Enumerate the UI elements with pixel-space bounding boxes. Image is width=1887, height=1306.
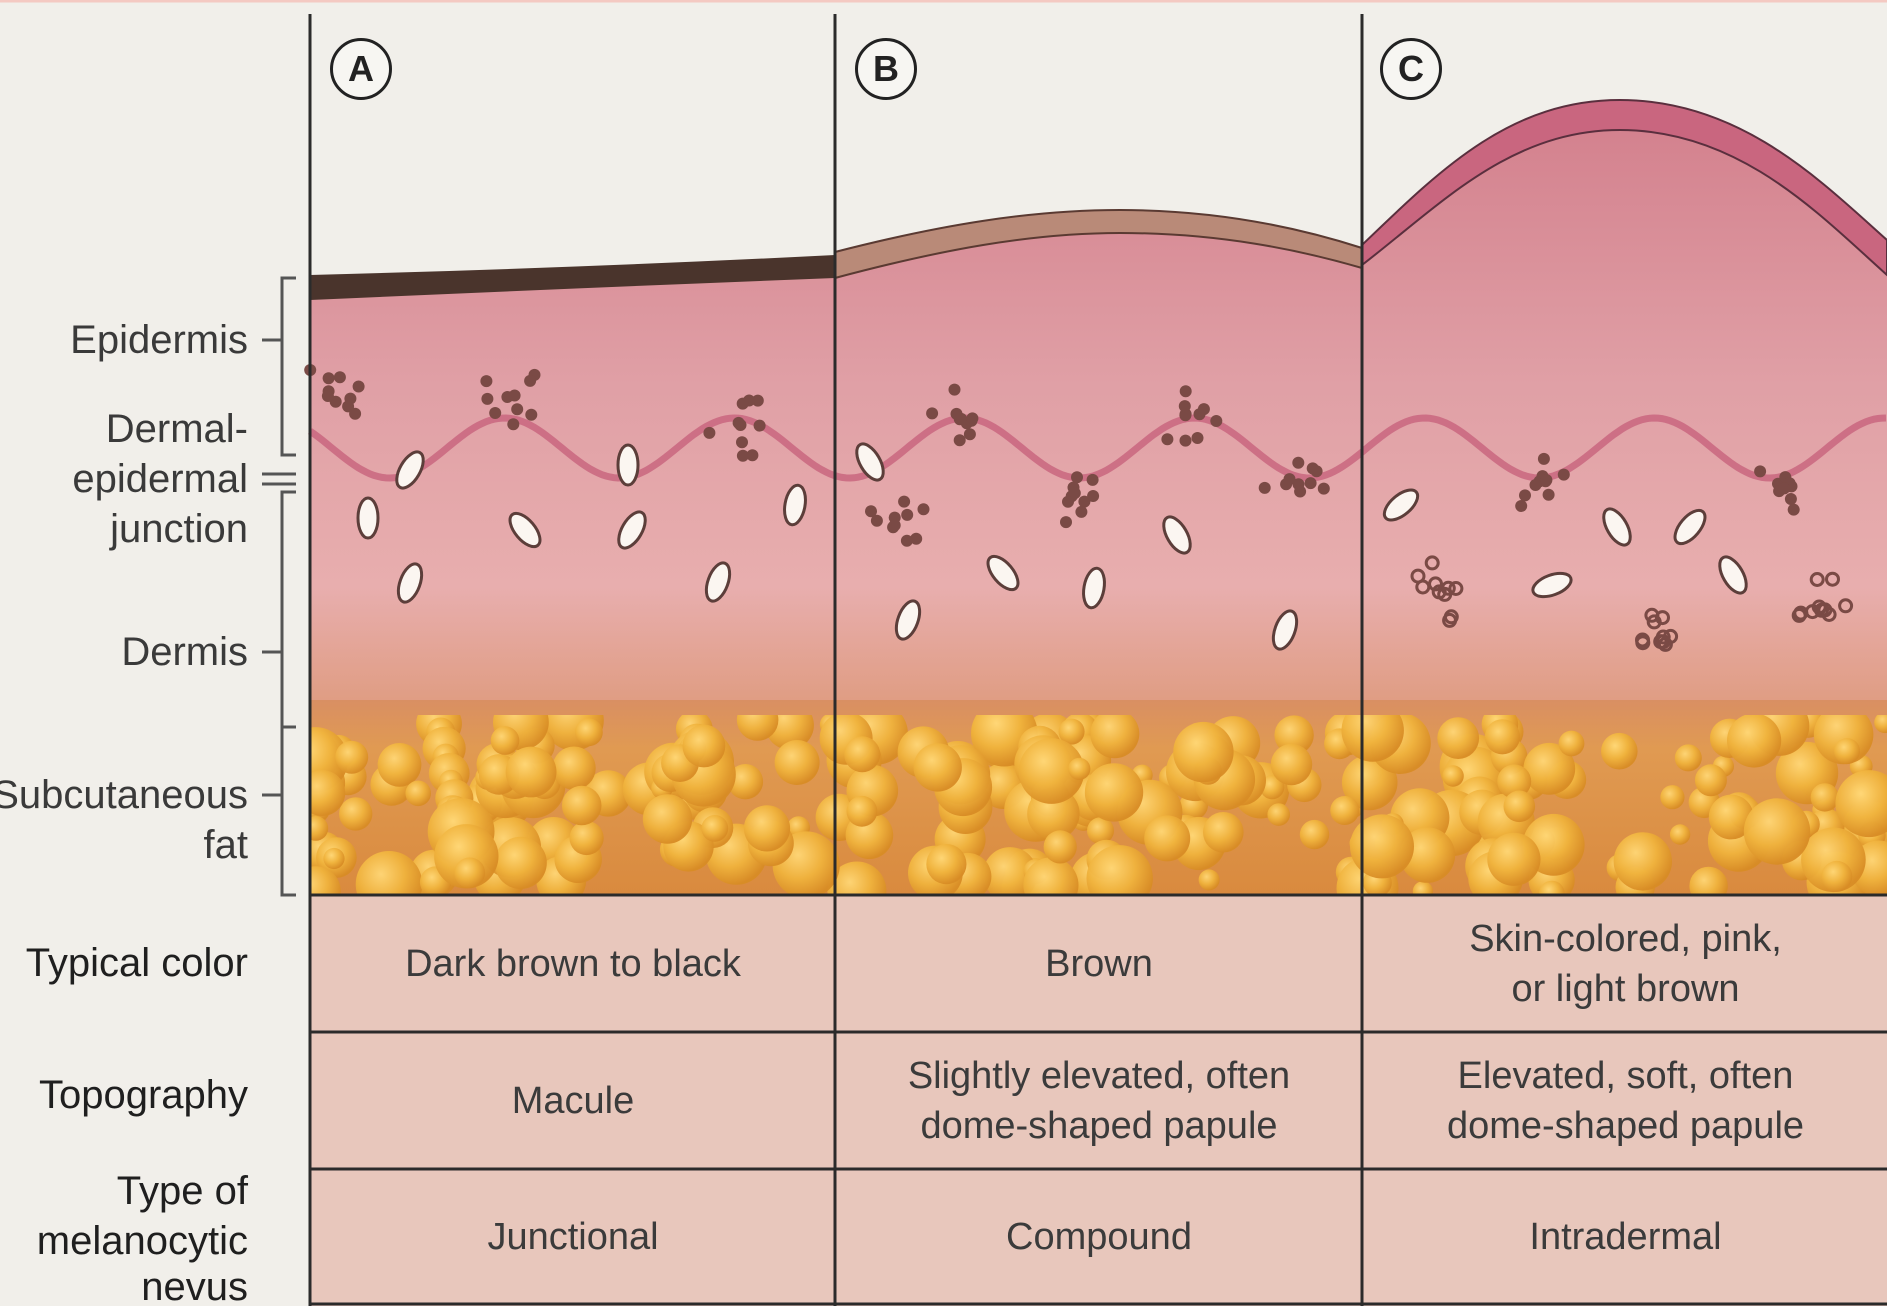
color-cell-a-text: Dark brown to black: [405, 939, 741, 989]
color-cell-b: Brown: [837, 897, 1361, 1031]
type-cell-a-text: Junctional: [487, 1212, 658, 1262]
color-cell-c: Skin-colored, pink, or light brown: [1364, 897, 1887, 1031]
row-label-color: Typical color: [26, 938, 248, 988]
dej-label-line2: epidermal: [72, 454, 248, 504]
topography-cell-c: Elevated, soft, often dome-shaped papule: [1364, 1034, 1887, 1168]
type-cell-c: Intradermal: [1364, 1171, 1887, 1303]
topography-cell-c-text: Elevated, soft, often dome-shaped papule: [1416, 1051, 1836, 1151]
subcutaneous-fat-layer: [283, 690, 1887, 920]
dej-label-line3: junction: [110, 504, 248, 554]
panel-c-badge: C: [1380, 38, 1442, 100]
fat-label-line2: fat: [204, 820, 248, 870]
fat-label-line1: Subcutaneous: [0, 770, 248, 820]
dej-label-line1: Dermal-: [106, 404, 248, 454]
row-label-type-line3: nevus: [141, 1262, 248, 1306]
color-cell-a: Dark brown to black: [312, 897, 834, 1031]
type-cell-b-text: Compound: [1006, 1212, 1192, 1262]
type-cell-c-text: Intradermal: [1529, 1212, 1721, 1262]
row-label-type-line1: Type of: [117, 1166, 248, 1216]
panel-b-badge: B: [855, 38, 917, 100]
layer-brackets: [262, 278, 296, 895]
color-cell-b-text: Brown: [1045, 939, 1153, 989]
topography-cell-a-text: Macule: [512, 1076, 635, 1126]
dermis-label: Dermis: [121, 627, 248, 677]
color-cell-c-text: Skin-colored, pink, or light brown: [1456, 914, 1796, 1014]
panel-a-badge: A: [330, 38, 392, 100]
row-label-topography: Topography: [39, 1070, 248, 1120]
epidermis-label: Epidermis: [70, 315, 248, 365]
topography-cell-a: Macule: [312, 1034, 834, 1168]
topography-cell-b-text: Slightly elevated, often dome-shaped pap…: [889, 1051, 1309, 1151]
type-cell-a: Junctional: [312, 1171, 834, 1303]
type-cell-b: Compound: [837, 1171, 1361, 1303]
topography-cell-b: Slightly elevated, often dome-shaped pap…: [837, 1034, 1361, 1168]
row-label-type-line2: melanocytic: [37, 1216, 248, 1266]
